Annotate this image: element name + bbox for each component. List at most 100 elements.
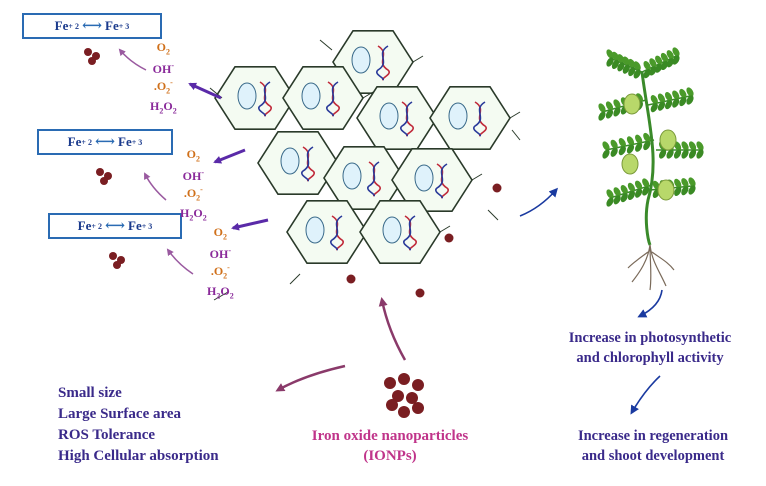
plant-leaflet (674, 186, 682, 196)
plant-leaflet (635, 134, 643, 144)
plant-cell-tissue (209, 29, 521, 301)
plant-leaflet (658, 149, 667, 159)
plant-root (631, 244, 651, 283)
cell-wall-stub (487, 209, 499, 221)
iron-redox-box-3: Fe+ 2 ⟷ Fe+ 3 (48, 213, 182, 239)
ros-arrow-1 (188, 82, 222, 100)
plant-leaflet (672, 90, 680, 100)
plant-leaflet (626, 144, 635, 154)
to-photosynthesis-arrow (637, 289, 663, 318)
iron-nanoparticle (96, 168, 104, 176)
plant-leaflet (606, 197, 614, 207)
plant-leaflet (627, 182, 636, 192)
property-item: Small size (58, 385, 122, 401)
plant-leaflet (622, 64, 630, 74)
plant-cell (359, 200, 451, 265)
plant-leaflet (635, 142, 643, 152)
reduction-arrow-3 (166, 248, 194, 275)
iron-nanoparticle (398, 373, 410, 385)
cell-vacuole (448, 102, 468, 130)
dna-strand (400, 101, 413, 137)
plant-leaflet (666, 58, 674, 68)
uptake-arrow (378, 297, 407, 361)
ros-arrow-3 (231, 218, 269, 231)
iron-nanoparticle (84, 48, 92, 56)
iron-nanoparticle (398, 406, 410, 418)
reduction-arrow-1 (118, 48, 147, 71)
plant-leaflet (606, 57, 614, 67)
cell-wall-stub (471, 173, 483, 181)
plant-leaflet (696, 149, 704, 159)
plant-leaflet (618, 138, 626, 148)
property-item: High Cellular absorption (58, 448, 219, 464)
plant-leaflet (613, 187, 621, 197)
plant-leaflet (643, 69, 651, 79)
regeneration-outcome: Increase in regeneration and shoot devel… (577, 428, 729, 464)
cell-wall-stub (213, 291, 229, 301)
ros-list-2: O2 OH- .O2- H2O2 (180, 147, 207, 223)
plant-leaflet (664, 92, 673, 102)
plant-leaflet (681, 141, 689, 151)
cell-wall (429, 86, 511, 150)
plant-leaflet (686, 87, 694, 97)
ros-list-3: O2 OH- .O2- H2O2 (207, 225, 234, 301)
plant-leaflet (605, 109, 614, 119)
plant-leaflet (620, 192, 628, 203)
plant-leaflet (643, 132, 651, 143)
chickpea-pod (659, 129, 677, 151)
plant-leaflet (634, 188, 643, 198)
cell-vacuole (342, 162, 362, 190)
cell-vacuole (237, 82, 257, 110)
plant-leaflet (681, 186, 689, 196)
double-arrow-icon: ⟷ (94, 134, 116, 150)
plant-leaflet (643, 61, 651, 71)
dna-strand (435, 163, 448, 199)
dna-strand (326, 81, 339, 117)
properties-arrow (275, 364, 346, 392)
dna-strand (376, 45, 389, 81)
plant-leaflet (611, 51, 620, 61)
plant-leaflet (606, 189, 614, 199)
cell-wall (282, 66, 364, 130)
ionp-label: Iron oxide nanoparticles (IONPs) (311, 428, 469, 464)
plant-leaflet (664, 100, 673, 110)
chickpea-pod (657, 179, 675, 201)
cell-wall-stub (439, 225, 451, 233)
cell-wall (286, 200, 368, 265)
plant-leaflet (622, 56, 630, 66)
cell-wall-stub (509, 111, 521, 119)
plant-leaflet (633, 69, 641, 79)
ros-list-1: O2 OH- .O2- H2O2 (150, 40, 177, 116)
plant-leaflet (613, 99, 621, 109)
ros-arrow-2 (213, 148, 246, 164)
cell-vacuole (305, 216, 325, 244)
cell-vacuole (379, 102, 399, 130)
iron-nanoparticle (406, 392, 418, 404)
plant-leaflet (602, 149, 610, 159)
nanoparticles (84, 48, 502, 418)
plant-cell (214, 66, 306, 130)
plant-leaflet (666, 50, 674, 60)
cell-vacuole (280, 147, 300, 175)
iron-nanoparticle (384, 377, 396, 389)
cell-wall-stub (319, 39, 333, 51)
plant-leaflet (634, 180, 643, 190)
plant-leaflet (655, 55, 663, 65)
double-arrow-icon: ⟷ (81, 18, 103, 34)
plant-leaflet (655, 63, 663, 73)
plant-leaflet (688, 141, 697, 151)
plant-leaflet (696, 141, 704, 151)
plant-leaflet (618, 146, 626, 156)
plant-leaflet (628, 58, 636, 69)
plant-leaflet (610, 147, 618, 157)
cell-vacuole (351, 46, 371, 74)
chickpea-plant-illustration (598, 47, 704, 291)
dna-strand (403, 215, 416, 251)
property-item: ROS Tolerance (58, 427, 156, 443)
cell-vacuole (382, 216, 402, 244)
iron-nanoparticle (113, 261, 121, 269)
plant-leaflet (611, 59, 620, 69)
to-regeneration-arrow (630, 375, 661, 415)
iron-nanoparticle (109, 252, 117, 260)
